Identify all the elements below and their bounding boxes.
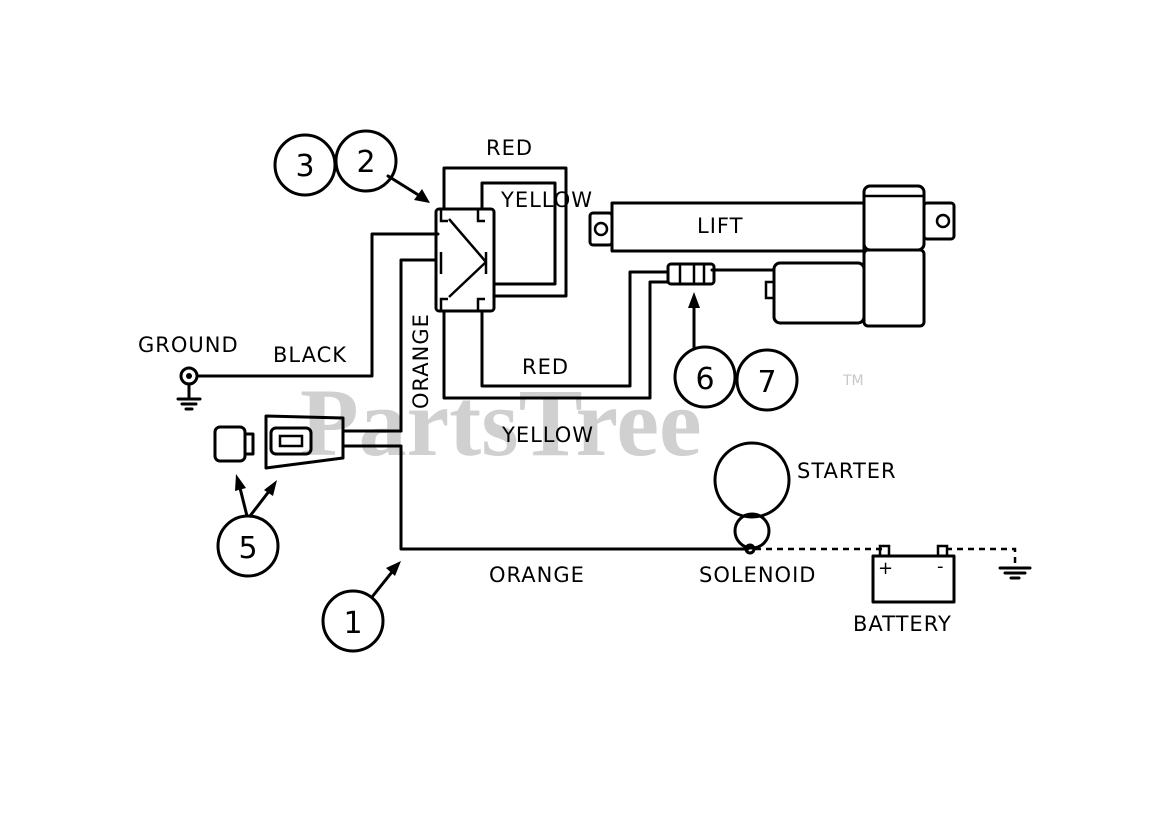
wire-yellow-top <box>480 181 557 286</box>
callout-1: 1 <box>321 589 385 653</box>
label-yellow-bottom: YELLOW <box>501 423 594 447</box>
svg-text:1: 1 <box>343 606 362 641</box>
battery-minus-label: - <box>937 556 945 577</box>
label-ground: GROUND <box>138 333 239 357</box>
callout-6: 6 <box>673 345 737 409</box>
svg-text:3: 3 <box>295 149 314 184</box>
callout-3: 3 <box>273 133 337 197</box>
battery-plus-label: + <box>878 558 894 579</box>
label-red-top: RED <box>486 136 533 160</box>
label-red-mid: RED <box>522 355 569 379</box>
lift-switch <box>434 207 496 313</box>
label-yellow-top: YELLOW <box>500 188 593 212</box>
svg-text:5: 5 <box>238 531 257 566</box>
callout-2: 2 <box>334 129 398 193</box>
svg-text:7: 7 <box>757 365 776 400</box>
label-orange-vertical: ORANGE <box>409 313 433 409</box>
starter-motor <box>713 441 791 519</box>
wire-red-top <box>442 166 568 298</box>
label-battery: BATTERY <box>853 612 952 636</box>
watermark-trademark: TM <box>842 373 864 389</box>
label-starter: STARTER <box>797 459 897 483</box>
svg-text:2: 2 <box>356 145 375 180</box>
label-lift: LIFT <box>697 214 743 238</box>
label-orange-bottom: ORANGE <box>489 563 585 587</box>
callout-5: 5 <box>216 514 280 578</box>
label-black: BLACK <box>273 343 347 367</box>
svg-text:6: 6 <box>695 362 714 397</box>
label-solenoid: SOLENOID <box>699 563 816 587</box>
callout-7: 7 <box>735 348 799 412</box>
ground-terminal <box>176 366 202 411</box>
wire-red-mid <box>480 270 670 388</box>
wire-black <box>195 232 440 378</box>
wire-yellow-bottom <box>442 280 670 400</box>
key-switch-connector <box>213 414 345 470</box>
wire-orange-vertical <box>399 258 438 433</box>
lift-actuator <box>588 184 956 328</box>
battery <box>871 544 956 604</box>
solenoid <box>733 512 771 555</box>
wire-orange-bottom <box>341 444 750 551</box>
